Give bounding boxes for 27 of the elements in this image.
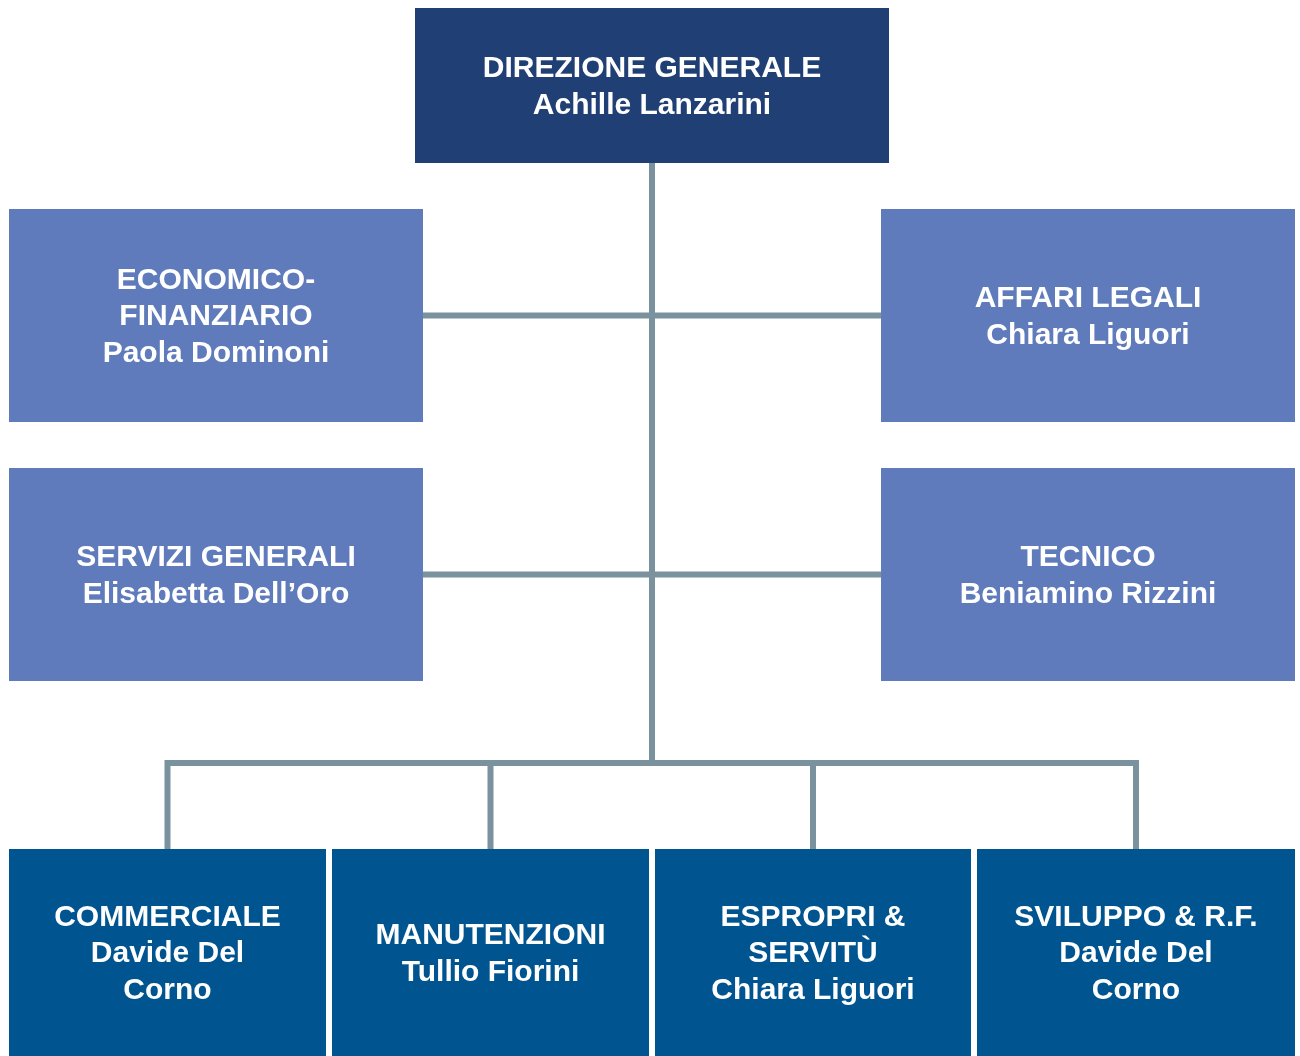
org-unit-box bbox=[9, 849, 326, 1056]
unit-name: ESPROPRI & SERVITÙ bbox=[719, 897, 907, 971]
unit-name: SERVIZI GENERALI bbox=[76, 537, 356, 574]
manager-name: Chiara Liguori bbox=[986, 315, 1190, 352]
unit-name: COMMERCIALE bbox=[54, 897, 281, 934]
org-unit-box bbox=[977, 849, 1295, 1056]
org-unit-box bbox=[655, 849, 971, 1056]
manager-name: Davide Del Corno bbox=[89, 934, 246, 1007]
org-unit-box bbox=[415, 8, 889, 163]
org-unit-box bbox=[881, 468, 1295, 681]
manager-name: Paola Dominoni bbox=[102, 333, 330, 370]
manager-name: Beniamino Rizzini bbox=[959, 574, 1217, 611]
unit-name: DIREZIONE GENERALE bbox=[482, 48, 822, 85]
unit-name: ECONOMICO-FINANZIARIO bbox=[115, 260, 317, 334]
org-unit-box bbox=[9, 209, 423, 422]
unit-name: MANUTENZIONI bbox=[375, 915, 606, 952]
org-unit-box bbox=[881, 209, 1295, 422]
unit-name: AFFARI LEGALI bbox=[974, 278, 1202, 315]
manager-name: Achille Lanzarini bbox=[532, 85, 772, 122]
manager-name: Davide Del Corno bbox=[1058, 934, 1214, 1007]
manager-name: Tullio Fiorini bbox=[401, 952, 580, 989]
manager-name: Chiara Liguori bbox=[711, 970, 915, 1007]
unit-name: SVILUPPO & R.F. bbox=[1014, 897, 1258, 934]
manager-name: Elisabetta Dell’Oro bbox=[82, 574, 350, 611]
org-unit-box bbox=[9, 468, 423, 681]
org-unit-box bbox=[332, 849, 649, 1056]
unit-name: TECNICO bbox=[1020, 537, 1156, 574]
